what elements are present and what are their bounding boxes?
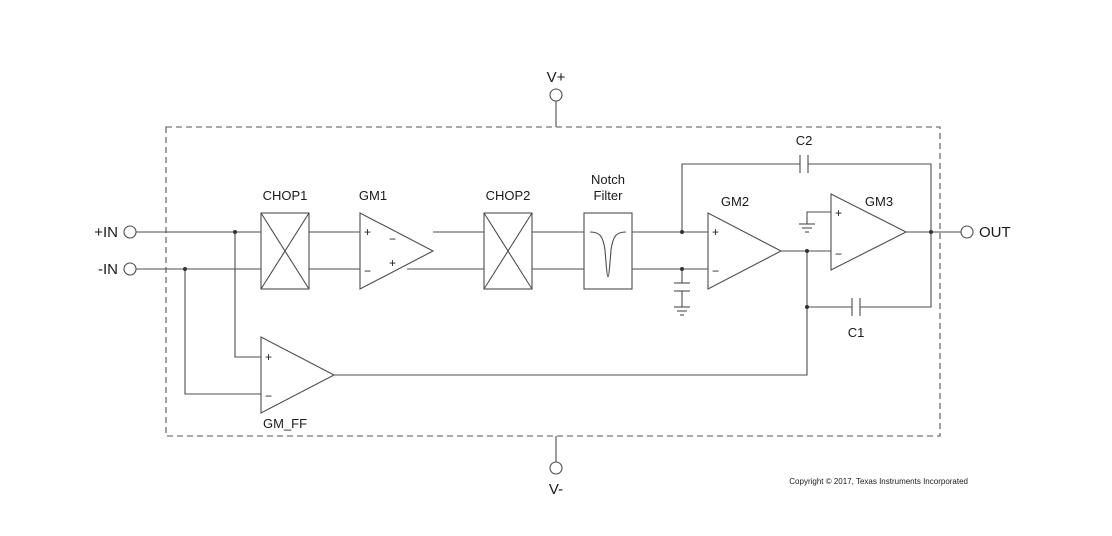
notch-filter-block: Notch Filter bbox=[583, 172, 633, 290]
notch-response-icon bbox=[589, 231, 627, 278]
vminus-label: V- bbox=[549, 481, 563, 498]
out-pin: OUT bbox=[960, 224, 1011, 241]
gm3-label: GM3 bbox=[865, 194, 893, 209]
in-plus-terminal bbox=[123, 225, 137, 239]
in-plus-pin: +IN bbox=[94, 224, 137, 241]
vplus-label: V+ bbox=[547, 69, 566, 86]
ground-icon bbox=[674, 306, 690, 316]
gm1-amplifier: + − − + GM1 bbox=[359, 188, 435, 290]
ground-capacitor bbox=[674, 282, 690, 292]
gm1-label: GM1 bbox=[359, 188, 387, 203]
c2-capacitor: C2 bbox=[796, 133, 813, 173]
chop1-block: CHOP1 bbox=[260, 188, 310, 290]
out-terminal bbox=[960, 225, 974, 239]
gm3-plus-sign: + bbox=[835, 206, 842, 220]
copyright-text: Copyright © 2017, Texas Instruments Inco… bbox=[789, 477, 968, 486]
gm-ff-label: GM_FF bbox=[263, 416, 307, 431]
vplus-terminal bbox=[549, 88, 563, 102]
c1-capacitor: C1 bbox=[848, 298, 865, 340]
gm1-minus-sign: − bbox=[364, 264, 371, 278]
vplus-pin: V+ bbox=[547, 69, 566, 127]
chop2-block: CHOP2 bbox=[483, 188, 533, 290]
gm3-amplifier: + − GM3 bbox=[830, 193, 908, 271]
gmff-plus-sign: + bbox=[265, 350, 272, 364]
vminus-pin: V- bbox=[549, 436, 563, 498]
chop1-label: CHOP1 bbox=[263, 188, 308, 203]
c1-label: C1 bbox=[848, 325, 865, 340]
gm1-plus-sign-out: + bbox=[389, 256, 396, 270]
in-minus-label: -IN bbox=[98, 261, 118, 278]
notch-label-line1: Notch bbox=[591, 172, 625, 187]
out-label: OUT bbox=[979, 224, 1011, 241]
gm3-minus-sign: − bbox=[835, 247, 842, 261]
gmff-minus-sign: − bbox=[265, 389, 272, 403]
c2-label: C2 bbox=[796, 133, 813, 148]
junction-dots bbox=[183, 230, 933, 309]
gm2-minus-sign: − bbox=[712, 264, 719, 278]
vminus-terminal bbox=[549, 461, 563, 475]
gm2-label: GM2 bbox=[721, 194, 749, 209]
in-minus-pin: -IN bbox=[98, 261, 137, 278]
gm3-ground-icon bbox=[799, 223, 815, 233]
in-minus-terminal bbox=[123, 262, 137, 276]
in-plus-label: +IN bbox=[94, 224, 118, 241]
gm2-plus-sign: + bbox=[712, 225, 719, 239]
gm1-minus-sign-out: − bbox=[389, 232, 396, 246]
chop2-label: CHOP2 bbox=[486, 188, 531, 203]
gm2-amplifier: + − GM2 bbox=[707, 194, 783, 290]
gm1-plus-sign: + bbox=[364, 225, 371, 239]
gm-ff-amplifier: + − GM_FF bbox=[260, 336, 336, 431]
notch-label-line2: Filter bbox=[594, 188, 624, 203]
signal-wires bbox=[136, 163, 961, 395]
device-boundary bbox=[165, 126, 941, 437]
